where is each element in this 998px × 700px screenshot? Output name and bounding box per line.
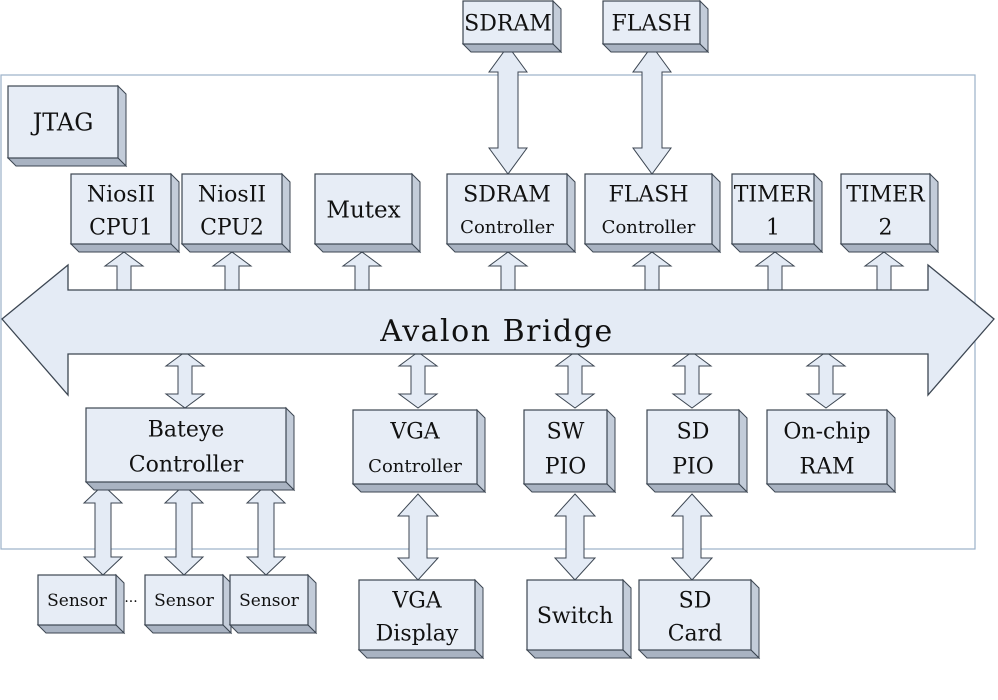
timer2-block-label-line1: TIMER [846,182,926,207]
sensor-block-3-label: Sensor [239,591,300,611]
sensor-block-3: Sensor [228,573,318,635]
timer2-block-label-line2: 2 [879,215,893,240]
sensor2-link-arrow [163,484,205,576]
sd-card-block-label-line1: SD [679,588,712,613]
sensor-block-1-label: Sensor [47,591,108,611]
timer2-block: TIMER 2 [839,172,940,254]
sdram-block-label: SDRAM [464,11,552,36]
vga-display-block-label-line2: Display [376,621,459,646]
sensor-block-2-label: Sensor [154,591,215,611]
vga-display-block: VGA Display [357,578,485,660]
bateye-controller-block-label-line1: Bateye [148,417,225,442]
flash-controller-block: FLASH Controller [583,172,722,254]
mutex-block: Mutex [313,172,422,254]
avalon-bridge-bus [1,263,995,397]
sd-pio-bus-arrow [671,351,713,409]
niosii-cpu1-block-label-line2: CPU1 [89,215,153,240]
flash-controller-block-label-line1: FLASH [608,182,688,207]
flash-block: FLASH [601,0,710,54]
jtag-block-label: JTAG [30,109,94,137]
flash-block-label: FLASH [611,11,691,36]
sd-pio-block-label-line2: PIO [672,454,714,479]
switch-block: Switch [525,578,633,660]
niosii-cpu1-block: NiosII CPU1 [69,172,181,254]
sd-pio-block: SD PIO [645,408,749,494]
sw-pio-block-label-line2: PIO [545,454,587,479]
sensor-block-1: Sensor [36,573,126,635]
timer1-block: TIMER 1 [730,172,824,254]
vga-display-link-arrow [396,493,440,581]
sd-pio-block-label-line1: SD [677,419,710,444]
vga-controller-block-label-line1: VGA [389,419,440,444]
switch-block-label: Switch [537,604,613,629]
bateye-controller-block-label-line2: Controller [129,452,244,477]
onchip-ram-bus-arrow [805,351,847,409]
sensor-block-2: Sensor [143,573,233,635]
sw-pio-bus-arrow [554,351,596,409]
sensor1-link-arrow [82,484,124,576]
sdram-link-arrow [488,45,528,175]
sdram-controller-block: SDRAM Controller [445,172,577,254]
sdram-block: SDRAM [461,0,563,54]
sdram-controller-block-label-line2: Controller [460,217,554,238]
sdram-controller-block-label-line1: SDRAM [463,182,551,207]
sw-pio-block-label-line1: SW [547,419,585,444]
bateye-bus-arrow [164,351,206,409]
sw-pio-block: SW PIO [522,408,617,494]
sd-card-link-arrow [670,493,714,581]
switch-link-arrow [553,493,597,581]
onchip-ram-block-label-line2: RAM [800,454,855,479]
vga-display-block-label-line1: VGA [391,588,442,613]
niosii-cpu2-block-label-line1: NiosII [198,182,266,207]
sd-card-block: SD Card [637,578,761,660]
jtag-block: JTAG [6,84,128,168]
niosii-cpu2-block-label-line2: CPU2 [200,215,264,240]
niosii-cpu1-block-label-line1: NiosII [87,182,155,207]
mutex-block-label: Mutex [326,197,400,223]
flash-controller-block-label-line2: Controller [602,217,696,238]
niosii-cpu2-block: NiosII CPU2 [180,172,292,254]
vga-controller-block: VGA Controller [351,408,487,494]
onchip-ram-block-label-line1: On-chip [783,419,870,444]
sd-card-block-label-line2: Card [668,621,723,646]
timer1-block-label-line2: 1 [766,215,780,240]
flash-link-arrow [632,45,672,175]
avalon-bridge-label: Avalon Bridge [379,314,613,349]
sensor-ellipsis: ··· [124,594,137,610]
vga-controller-bus-arrow [397,351,439,409]
timer1-block-label-line1: TIMER [734,182,814,207]
vga-controller-block-label-line2: Controller [368,456,462,477]
sensor3-link-arrow [245,484,287,576]
